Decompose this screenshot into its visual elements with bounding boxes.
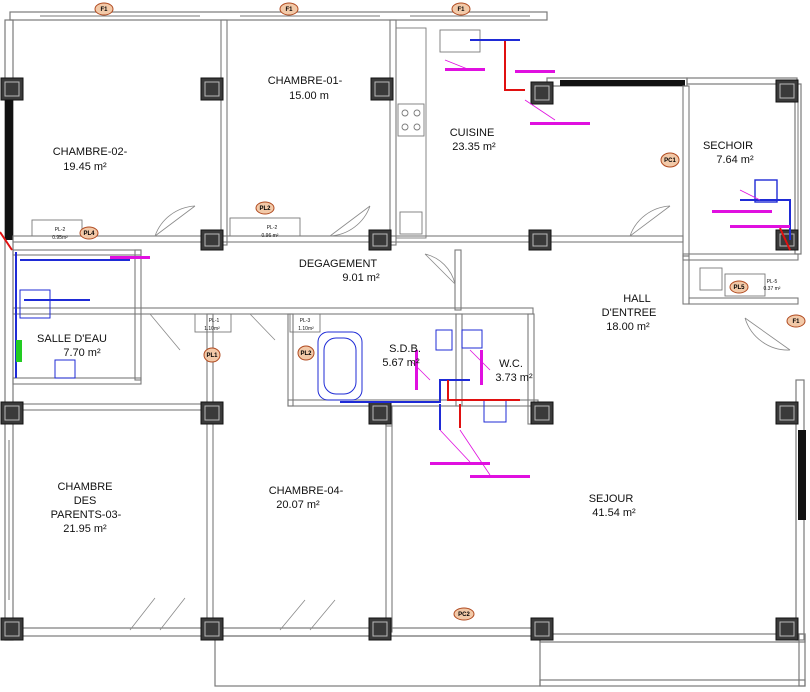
svg-text:F1: F1 [285,7,293,13]
svg-text:PL2: PL2 [259,206,271,212]
label-parents-line1: CHAMBRE [57,481,112,493]
label-sdb-area: 5.67 m² [382,357,420,369]
tag-f1-d: F1 [786,314,806,328]
tag-pc2: PC2 [453,607,475,621]
label-sejour-area: 41.54 m² [592,507,636,519]
annotation-text-marks [110,68,790,478]
svg-text:PC1: PC1 [664,158,676,164]
label-sdb-name: S.D.B. [389,343,421,355]
window-black-left [5,100,13,240]
tag-f1-b: F1 [279,2,299,16]
svg-text:PL5: PL5 [733,285,745,291]
pl3-area: 1.10m² [298,326,314,332]
label-wc-name: W.C. [499,358,523,370]
pl2a-tag: PL-2 [267,225,278,231]
window-black-kitchen [560,80,685,86]
pl1-tag: PL-1 [209,318,220,324]
tag-pl1: PL1 [203,347,221,363]
tag-badges: F1 F1 F1 F1 PL2 PL4 PL1 PL2 PL5 PC1 PC2 [79,2,806,621]
label-parents-line2: DES [74,495,97,507]
label-wc-area: 3.73 m² [495,372,533,384]
tag-pc1: PC1 [660,152,680,168]
pl2b-area: 0.95m² [52,235,68,241]
label-hall-line2: D'ENTREE [602,307,657,319]
label-chambre04-area: 20.07 m² [276,499,320,511]
label-salle-deau-name: SALLE D'EAU [37,333,107,345]
svg-text:PL2: PL2 [300,351,312,357]
tag-pl2-b: PL2 [297,345,315,361]
svg-text:PL1: PL1 [206,353,218,359]
door-swings [129,205,791,631]
tag-pl2-a: PL2 [255,201,275,215]
svg-text:PL4: PL4 [83,231,95,237]
label-degagement-name: DEGAGEMENT [299,258,378,270]
svg-text:F1: F1 [100,7,108,13]
svg-text:PC2: PC2 [458,612,470,618]
label-chambre04-name: CHAMBRE-04- [269,485,344,497]
label-hall-area: 18.00 m² [606,321,650,333]
pl1-area: 1.10m² [204,326,220,332]
bath-fixtures [19,179,778,423]
room-labels: CHAMBRE-01- 15.00 m CHAMBRE-02- 19.45 m²… [37,75,754,535]
label-sechoir-name: SECHOIR [703,140,753,152]
interior-walls [12,19,799,633]
svg-text:F1: F1 [457,7,465,13]
label-chambre02-area: 19.45 m² [63,161,107,173]
columns [0,77,799,641]
label-degagement-area: 9.01 m² [342,272,380,284]
label-sechoir-area: 7.64 m² [716,154,754,166]
pl5-tag: PL-5 [767,279,778,285]
tag-pl4: PL4 [79,226,99,240]
svg-text:F1: F1 [792,319,800,325]
label-salle-deau-area: 7.70 m² [63,347,101,359]
pl5-area: 0.37 m² [764,286,781,292]
placard-labels: PL-2 0.96 m² PL-2 0.95m² PL-1 1.10m² PL-… [52,225,781,332]
label-sejour-name: SEJOUR [589,493,634,505]
label-parents-line3: PARENTS-03- [51,509,122,521]
window-black-sejour [798,430,806,520]
pl2b-tag: PL-2 [55,227,66,233]
pl2a-area: 0.96 m² [262,233,279,239]
label-cuisine-area: 23.35 m² [452,141,496,153]
label-chambre01-area: 15.00 m [289,90,329,102]
green-marker [16,340,22,362]
tag-pl5: PL5 [729,280,749,294]
label-chambre02-name: CHAMBRE-02- [53,146,128,158]
pl3-tag: PL-3 [300,318,311,324]
label-parents-area: 21.95 m² [63,523,107,535]
water-lines [0,39,791,430]
label-chambre01-name: CHAMBRE-01- [268,75,343,87]
label-hall-line1: HALL [623,293,651,305]
tag-f1-a: F1 [94,2,114,16]
closets [31,217,766,333]
label-cuisine-name: CUISINE [450,127,495,139]
tag-f1-c: F1 [451,2,471,16]
